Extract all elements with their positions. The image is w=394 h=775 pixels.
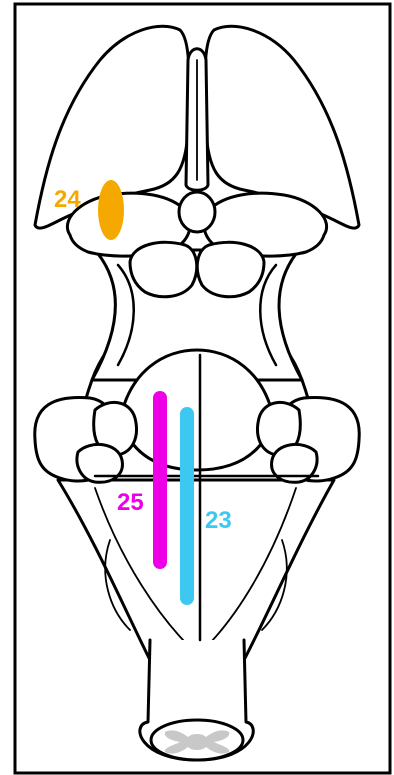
marker-label-24: 24 xyxy=(54,186,81,213)
marker-label-25: 25 xyxy=(117,489,144,516)
pineal-body xyxy=(179,192,215,232)
colliculus-right xyxy=(197,242,264,296)
marker-label-23: 23 xyxy=(205,507,232,534)
colliculus-left xyxy=(130,242,197,296)
marker-24-region xyxy=(98,180,124,240)
